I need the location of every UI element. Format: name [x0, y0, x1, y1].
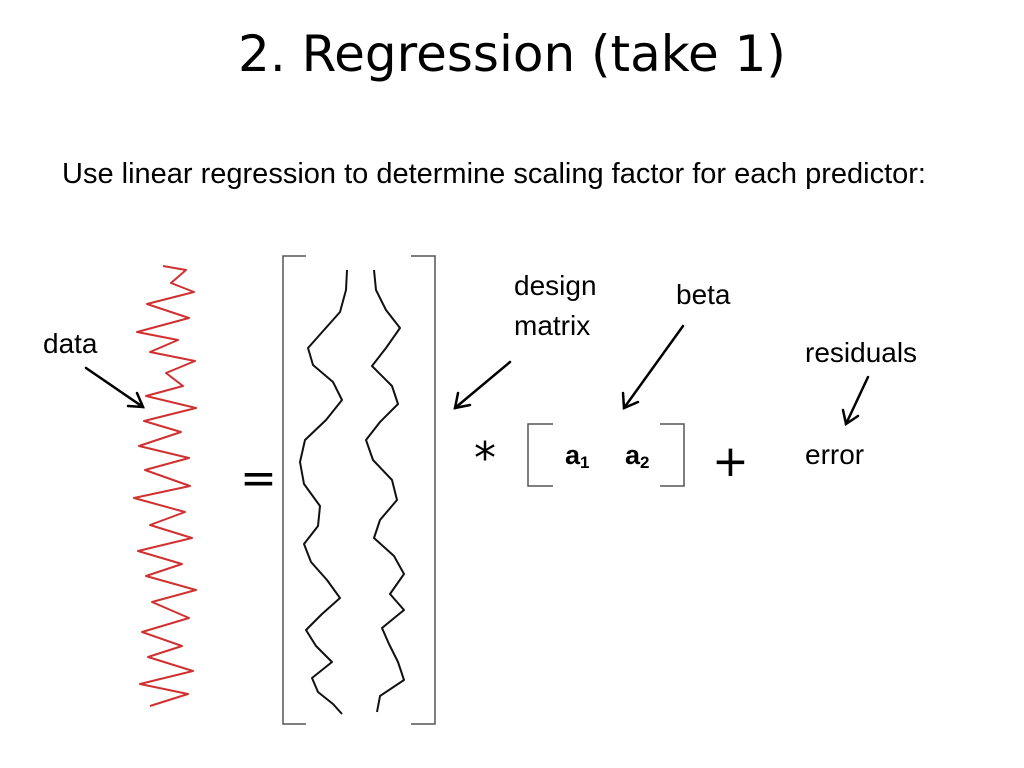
slide-title: 2. Regression (take 1) — [238, 25, 786, 83]
coefficient-a2: a2 — [625, 440, 650, 472]
data-trace — [133, 265, 197, 707]
plus-sign: + — [712, 436, 749, 487]
predictor-column-2 — [365, 269, 405, 713]
matrix-right-bracket — [411, 255, 436, 725]
beta-right-bracket — [660, 423, 685, 487]
equals-sign: = — [240, 453, 277, 504]
intro-text: Use linear regression to determine scali… — [62, 158, 926, 190]
predictor-column-1 — [299, 269, 348, 715]
multiply-sign: * — [474, 433, 496, 484]
data-label: data — [43, 328, 98, 359]
design-matrix-arrow-icon — [453, 360, 512, 410]
matrix-left-bracket — [282, 255, 306, 725]
residuals-arrow-icon — [841, 375, 870, 427]
beta-left-bracket — [527, 423, 553, 487]
data-arrow-icon — [84, 366, 145, 409]
design-matrix-label-line2: matrix — [514, 310, 591, 341]
error-term: error — [805, 439, 865, 470]
residuals-label: residuals — [805, 337, 918, 368]
design-matrix-label-line1: design — [514, 270, 597, 301]
beta-label: beta — [676, 279, 731, 310]
coefficient-a1: a1 — [565, 440, 590, 472]
beta-arrow-icon — [621, 324, 685, 410]
